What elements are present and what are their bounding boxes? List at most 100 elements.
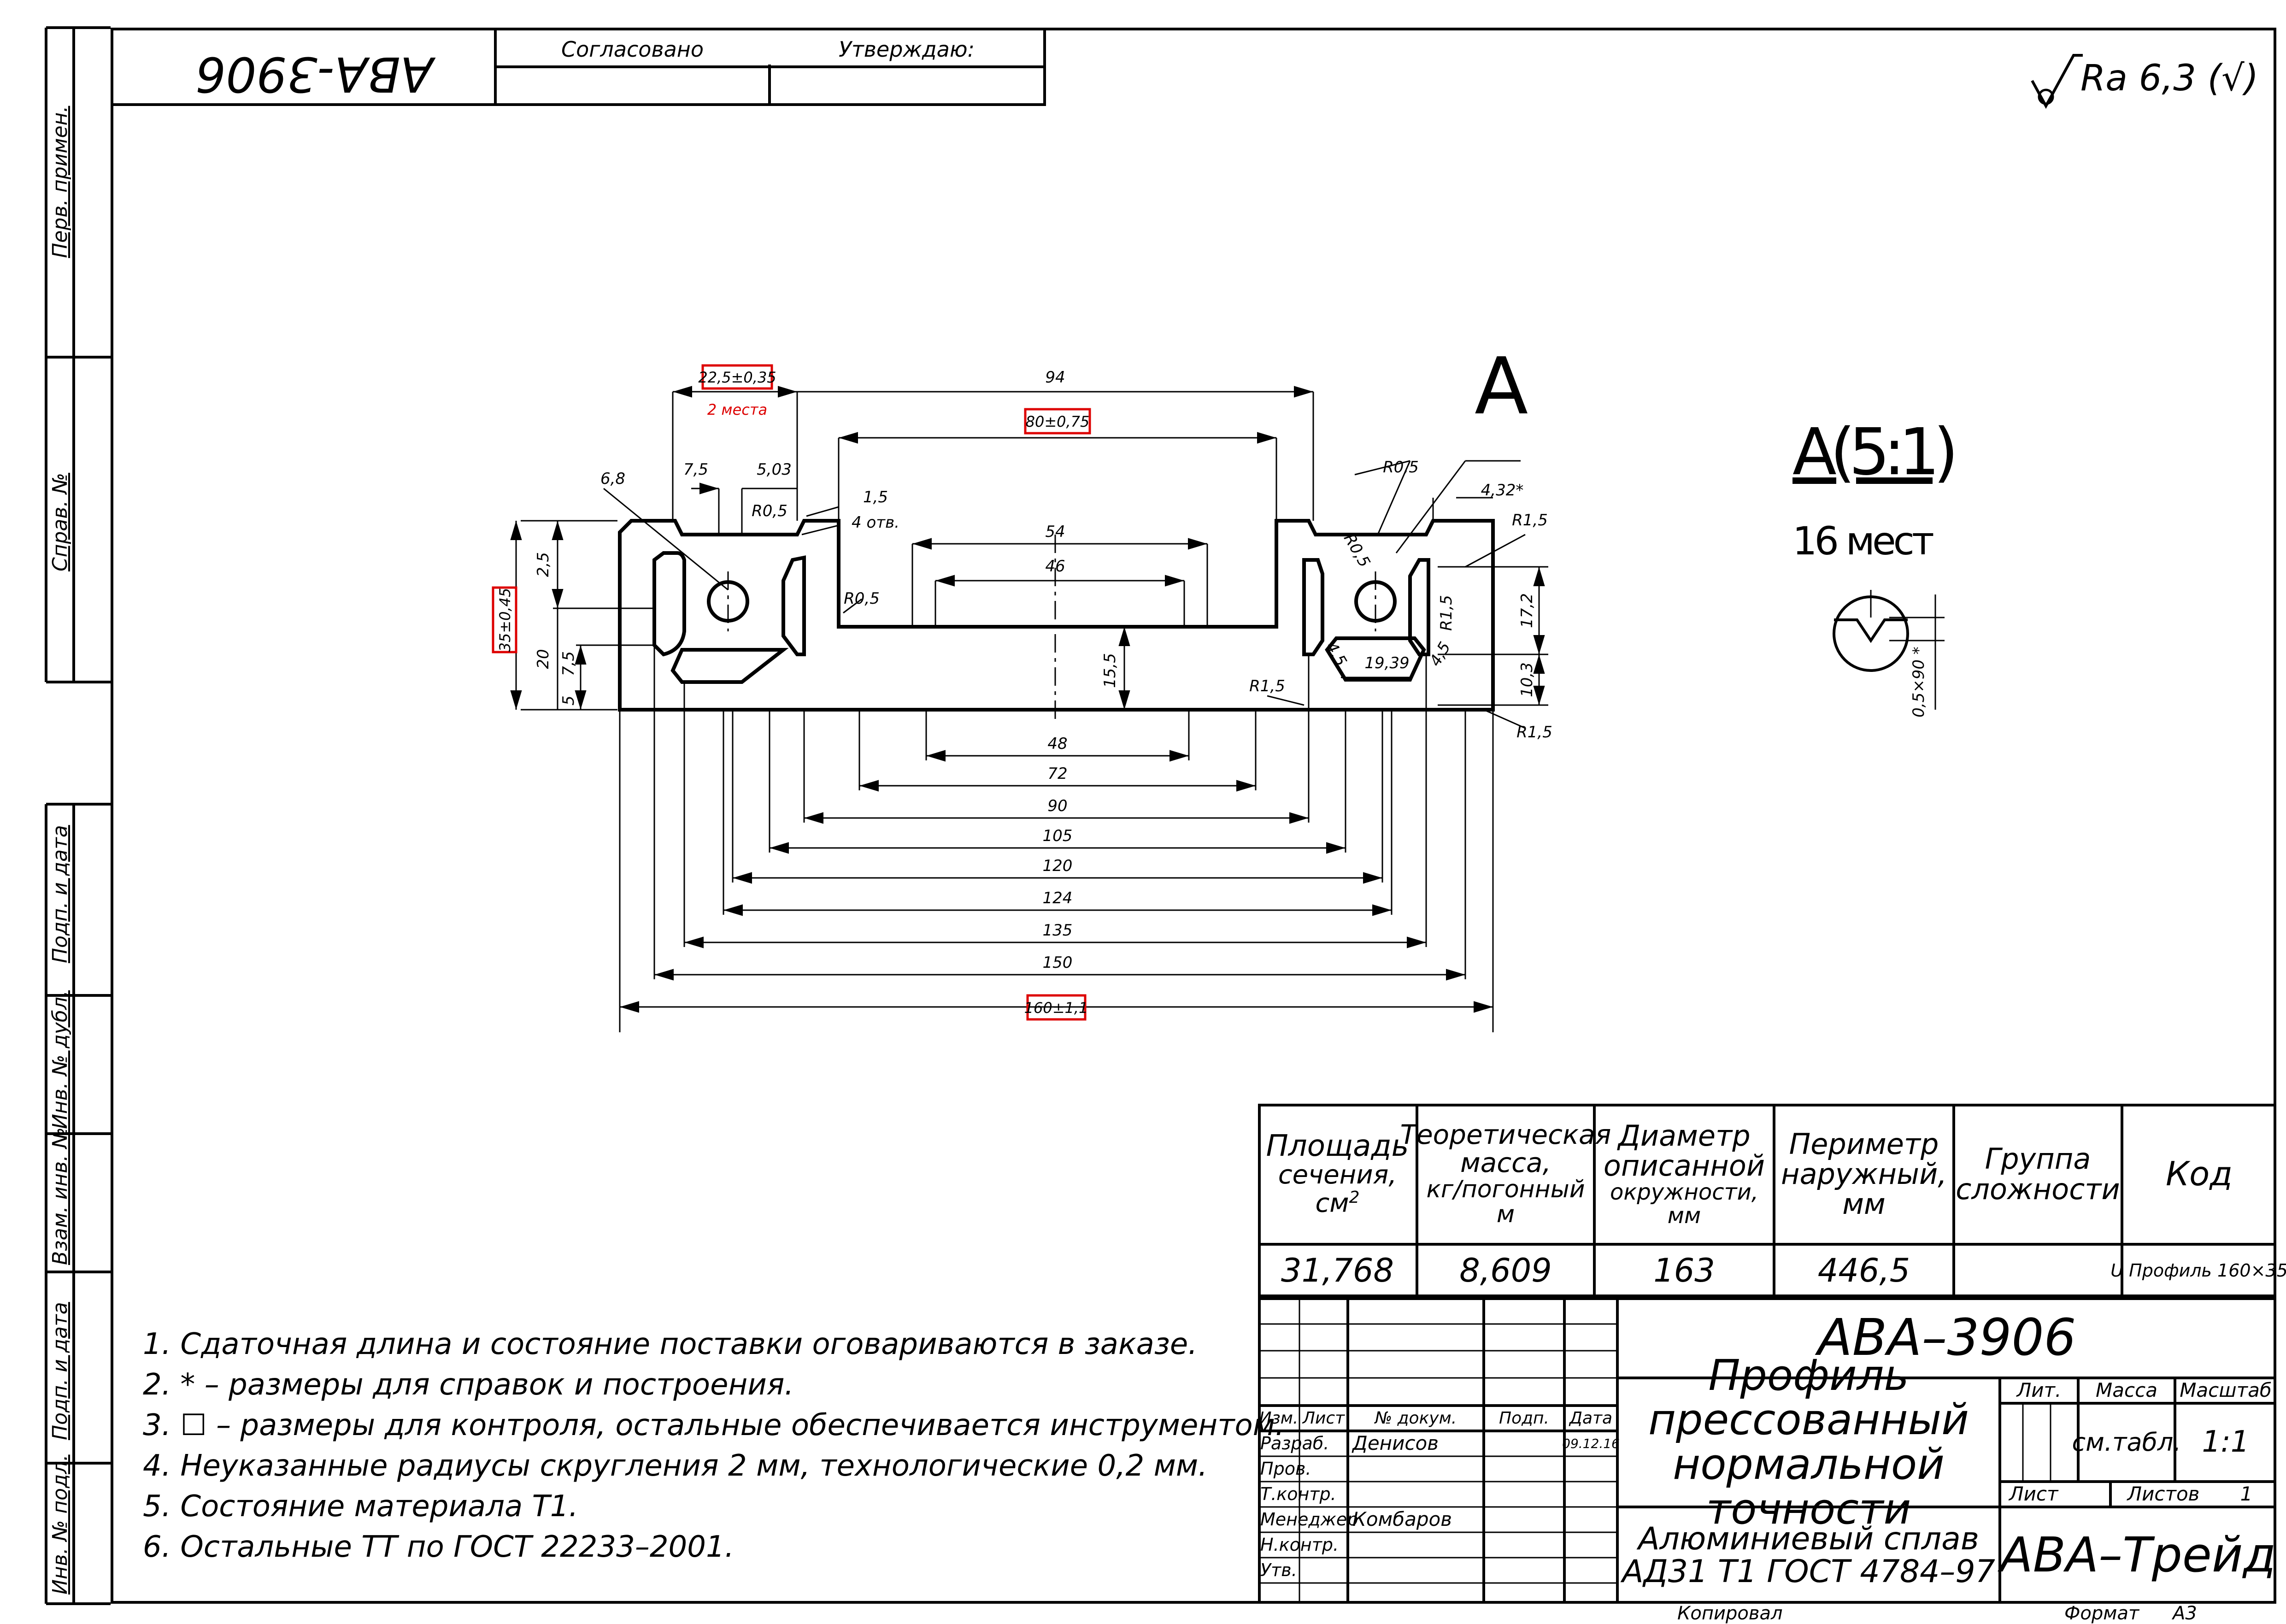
dim-22-5: 22,5±0,35 bbox=[698, 369, 776, 386]
prop-header-group: Группа сложности bbox=[1954, 1104, 2122, 1244]
dim-54: 54 bbox=[1045, 523, 1065, 541]
dim-20: 20 bbox=[534, 649, 552, 669]
side-strip-lines bbox=[45, 26, 111, 1605]
tb-role-nkontr: Н.контр. bbox=[1260, 1534, 1339, 1555]
tb-date: 09.12.16 bbox=[1562, 1436, 1620, 1451]
dim-bottom-150: 150 bbox=[1043, 953, 1073, 972]
note-5: 5. Состояние материала Т1. bbox=[143, 1489, 578, 1524]
drawing-frame bbox=[111, 28, 2276, 1604]
dim-r05-a: R0,5 bbox=[752, 502, 787, 520]
dim-bottom-124: 124 bbox=[1043, 889, 1073, 907]
dim-80: 80±0,75 bbox=[1026, 413, 1090, 430]
dimension-lines bbox=[510, 386, 1548, 1032]
prop-header-area-l2-wrap: сечения, см2 bbox=[1258, 1161, 1417, 1217]
tb-lit-label: Лит. bbox=[2016, 1379, 2062, 1402]
tb-sheets-value: 1 bbox=[2240, 1483, 2253, 1506]
tb-material-l1: Алюминиевый сплав bbox=[1638, 1520, 1979, 1557]
tb-company: АВА–Трейд bbox=[2000, 1527, 2276, 1583]
tb-role-tkontr: Т.контр. bbox=[1260, 1483, 1336, 1504]
prop-value-perimeter: 446,5 bbox=[1817, 1251, 1910, 1289]
dim-155: 15,5 bbox=[1101, 653, 1119, 688]
tb-role-utv: Утв. bbox=[1260, 1559, 1297, 1580]
prop-header-diameter-l1: Диаметр bbox=[1618, 1119, 1751, 1153]
dim-bottom-48: 48 bbox=[1047, 735, 1067, 753]
footer-copied: Копировал bbox=[1677, 1603, 1783, 1624]
dim-r05-c: R0,5 bbox=[1383, 458, 1419, 477]
dim-160: 160±1,1 bbox=[1024, 999, 1088, 1017]
dim-1939: 19,39 bbox=[1364, 654, 1409, 672]
dim-r15-b: R1,5 bbox=[1512, 511, 1548, 530]
prop-header-perimeter-l2: наружный, bbox=[1781, 1157, 1947, 1191]
dim-r05-b: R0,5 bbox=[844, 589, 880, 608]
top-block: АВА-3906 Согласовано Утверждаю: bbox=[111, 28, 1046, 106]
properties-table-lines bbox=[1258, 1104, 2276, 1297]
dim-68: 6,8 bbox=[600, 470, 625, 488]
dim-r15-a: R1,5 bbox=[1249, 677, 1285, 695]
dim-432: 4,32* bbox=[1481, 481, 1524, 500]
note-4: 4. Неуказанные радиусы скругления 2 мм, … bbox=[143, 1449, 1208, 1483]
title-block: АВА–3906 Профиль прессованный нормальной… bbox=[1258, 1297, 2276, 1604]
roughness-sign: Ra 6,3 (√) bbox=[2027, 46, 2258, 115]
prop-header-area: Площадь сечения, см2 bbox=[1258, 1104, 1417, 1244]
profile-outline bbox=[618, 519, 1495, 712]
note-6: 6. Остальные ТТ по ГОСТ 22233–2001. bbox=[143, 1530, 735, 1564]
notes: 1. Сдаточная длина и состояние поставки … bbox=[143, 1327, 1285, 1571]
prop-header-perimeter-l1: Периметр bbox=[1789, 1127, 1939, 1161]
dim-r15-c: R1,5 bbox=[1437, 595, 1456, 631]
control-dims: 22,5±0,35 2 места 80±0,75 35±0,45 160±1,… bbox=[492, 364, 1091, 1021]
detail-a-view bbox=[1833, 590, 1945, 710]
prop-header-mass: Теоретическая масса, кг/погонный м bbox=[1400, 1104, 1611, 1244]
footer-format-label: Формат bbox=[2064, 1603, 2139, 1624]
note-1: 1. Сдаточная длина и состояние поставки … bbox=[143, 1327, 1198, 1361]
prop-header-diameter: Диаметр описанной окружности, мм bbox=[1594, 1104, 1774, 1244]
detail-title: A(5:1) bbox=[1792, 415, 1958, 490]
prop-header-area-l1: Площадь bbox=[1266, 1129, 1409, 1163]
dim-r15-d: R1,5 bbox=[1516, 723, 1552, 741]
prop-header-diameter-l3: окружности, мм bbox=[1610, 1179, 1759, 1229]
detail-count: 16 мест bbox=[1792, 518, 1934, 564]
dim-172: 17,2 bbox=[1518, 593, 1536, 628]
tb-role-prov: Пров. bbox=[1260, 1458, 1311, 1479]
dim-45a: 4,5 bbox=[1322, 639, 1351, 670]
prop-header-perimeter-l3: мм bbox=[1842, 1187, 1886, 1221]
title-block-lines bbox=[1258, 1297, 2276, 1604]
prop-value-area: 31,768 bbox=[1281, 1251, 1394, 1289]
dim-bottom-105: 105 bbox=[1043, 827, 1073, 845]
note-2: 2. * – размеры для справок и построения. bbox=[143, 1368, 794, 1402]
detail-chamfer: 0,5×90 * bbox=[1910, 647, 1928, 718]
prop-value-code: U Профиль 160×35 bbox=[2110, 1260, 2286, 1281]
dim-46: 46 bbox=[1045, 557, 1065, 576]
dim-103: 10,3 bbox=[1518, 662, 1536, 697]
tb-role-razrab: Разраб. bbox=[1260, 1433, 1329, 1453]
prop-header-code: Код bbox=[2122, 1104, 2276, 1244]
dim-75: 7,5 bbox=[683, 460, 708, 479]
tb-mass-value: см.табл. bbox=[2072, 1427, 2181, 1457]
top-block-lines bbox=[111, 28, 1046, 106]
prop-header-code-l1: Код bbox=[2166, 1154, 2233, 1193]
dim-503: 5,03 bbox=[757, 460, 792, 479]
tb-designation: АВА–3906 bbox=[1817, 1307, 2076, 1367]
tb-role-manager: Менеджер bbox=[1260, 1509, 1358, 1530]
dim-35: 35±0,45 bbox=[496, 588, 514, 652]
prop-header-perimeter: Периметр наружный, мм bbox=[1774, 1104, 1954, 1244]
tb-name-l1: Профиль прессованный bbox=[1648, 1350, 1969, 1445]
dim-bottom-72: 72 bbox=[1047, 765, 1067, 783]
tb-col-list: Лист bbox=[1302, 1408, 1345, 1428]
tb-sheets-label: Листов bbox=[2127, 1483, 2200, 1506]
dim-bottom-90: 90 bbox=[1047, 797, 1067, 815]
note-3: 3. ☐ – размеры для контроля, остальные о… bbox=[143, 1408, 1285, 1442]
tb-scale-value: 1:1 bbox=[2202, 1425, 2250, 1459]
dim-bottom-135: 135 bbox=[1043, 921, 1073, 940]
prop-value-group bbox=[1954, 1244, 2122, 1297]
tb-name: Профиль прессованный нормальной точности bbox=[1617, 1353, 2000, 1531]
prop-value-diameter: 163 bbox=[1653, 1251, 1715, 1289]
footer-format-value: А3 bbox=[2173, 1603, 2197, 1624]
tb-material: Алюминиевый сплав АД31 Т1 ГОСТ 4784–97 bbox=[1617, 1507, 2000, 1604]
dim-25: 2,5 bbox=[534, 552, 552, 577]
dim-22-5-note: 2 места bbox=[707, 401, 767, 418]
dim-75v: 7,5 bbox=[559, 651, 578, 676]
roughness-check-icon bbox=[2031, 54, 2083, 109]
tb-col-date: Дата bbox=[1569, 1408, 1613, 1428]
prop-header-mass-l1: Теоретическая bbox=[1400, 1119, 1611, 1151]
